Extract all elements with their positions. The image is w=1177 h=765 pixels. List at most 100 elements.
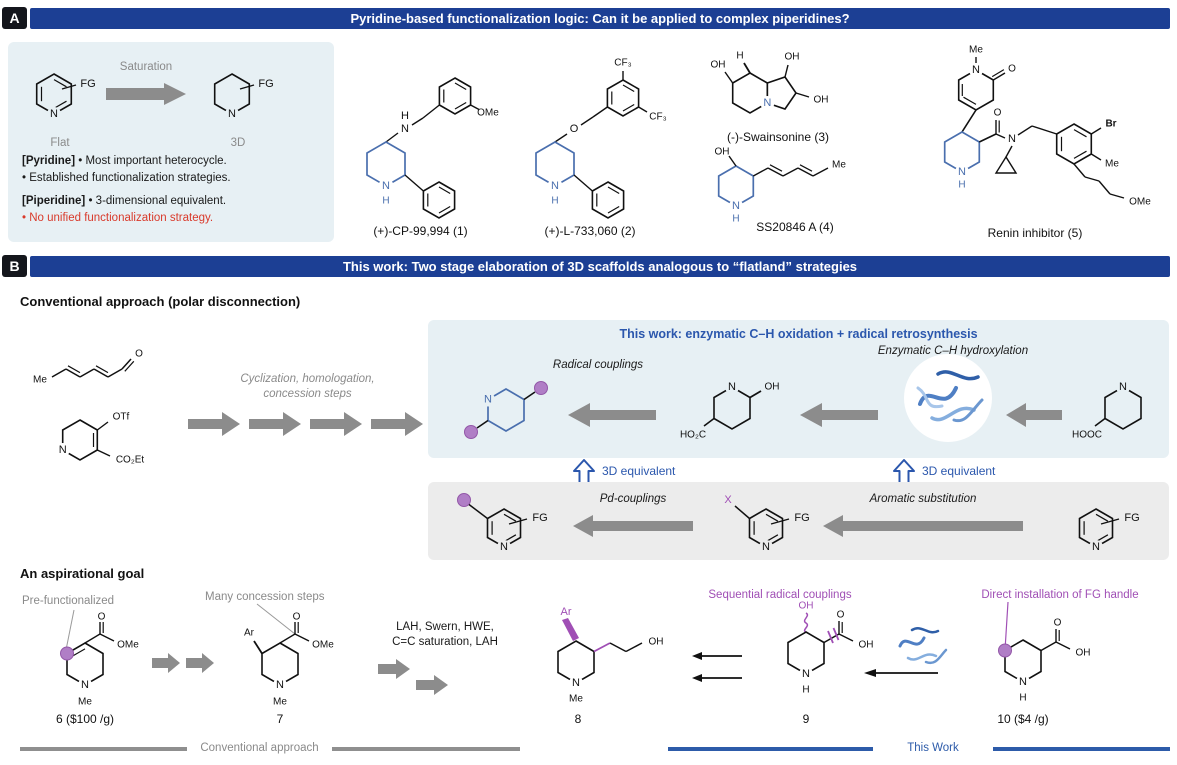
compound8-caption: 8 xyxy=(574,712,582,726)
aspirational-heading: An aspirational goal xyxy=(20,566,145,581)
o-atom-label: O xyxy=(1054,618,1062,629)
h-atom-label: H xyxy=(736,51,743,62)
oh-label: OH xyxy=(785,52,800,63)
enzyme-icon xyxy=(904,354,992,442)
me-label: Me xyxy=(33,375,47,386)
pd-couplings-label: Pd-couplings xyxy=(599,493,667,505)
h-atom-label: H xyxy=(732,214,739,225)
compound6-structure: O OMe N Me xyxy=(60,612,139,708)
pyridine-bullet-line1: [Pyridine] • Most important heterocycle. xyxy=(22,155,227,167)
n-atom-label: N xyxy=(276,679,284,691)
saturation-arrow-icon xyxy=(106,83,186,105)
direct-install-label: Direct installation of FG handle xyxy=(981,589,1139,601)
sequential-couplings-label: Sequential radical couplings xyxy=(708,589,852,601)
enzymatic-hydroxylation-label: Enzymatic C–H hydroxylation xyxy=(877,345,1029,357)
compound3-caption: (-)-Swainsonine (3) xyxy=(726,130,830,144)
many-concession-label: Many concession steps xyxy=(205,591,325,603)
h-atom-label: H xyxy=(382,196,389,207)
n-atom-label: N xyxy=(762,541,770,553)
cyclization-note-line2: concession steps xyxy=(263,388,352,400)
saturation-label: Saturation xyxy=(119,61,173,73)
ss20846a-structure: OH N H Me xyxy=(715,147,847,225)
arrow-left-icon xyxy=(823,515,1023,537)
panel-b-title: This work: Two stage elaboration of 3D s… xyxy=(342,259,858,274)
o-atom-label: O xyxy=(1008,64,1016,75)
concession-pointer-line xyxy=(256,603,296,635)
fg-label: FG xyxy=(794,512,809,524)
halo-pyridine-structure: X N FG xyxy=(724,494,810,554)
compound4-caption: SS20846 A (4) xyxy=(756,220,834,234)
compound8-structure: Ar OH N Me xyxy=(557,606,664,705)
compound1-caption: (+)-CP-99,994 (1) xyxy=(373,224,468,238)
conventional-bar-label: Conventional approach xyxy=(200,742,319,754)
n-atom-label: N xyxy=(732,200,740,212)
otf-label: OTf xyxy=(113,412,130,423)
direct-install-pointer-line xyxy=(1004,601,1009,651)
enzyme-icon xyxy=(898,627,948,665)
wedge-bond xyxy=(562,618,579,641)
oh-label: OH xyxy=(715,147,730,158)
arrow-left-icon xyxy=(573,515,693,537)
cf3-label: CF₃ xyxy=(649,112,666,123)
compound5-caption: Renin inhibitor (5) xyxy=(987,226,1083,240)
oh-label: OH xyxy=(711,60,726,71)
o-atom-label: O xyxy=(570,123,579,135)
o-atom-label: O xyxy=(98,612,106,623)
oh-label: OH xyxy=(1076,648,1091,659)
pyridine-bullet-line2: • Established functionalization strategi… xyxy=(22,172,231,184)
fg-label: FG xyxy=(80,78,95,90)
oh-label: OH xyxy=(814,95,829,106)
n-atom-label: N xyxy=(59,444,67,456)
ome-label: OMe xyxy=(117,640,139,651)
n-atom-label: N xyxy=(1008,133,1016,145)
radical-ball-icon xyxy=(457,493,471,507)
me-label: Me xyxy=(1105,159,1119,170)
arrow-left-icon xyxy=(864,669,938,677)
cyclization-note-line1: Cyclization, homologation, xyxy=(240,373,375,385)
aromatic-substitution-label: Aromatic substitution xyxy=(869,493,977,505)
compound10-caption: 10 ($4 /g) xyxy=(997,712,1049,726)
enol-triflate-structure: N OTf CO₂Et xyxy=(55,412,144,466)
this-work-box: This work: enzymatic C–H oxidation + rad… xyxy=(428,320,1169,458)
piperidine-fg-structure: N FG xyxy=(213,73,274,121)
n-atom-label: N xyxy=(81,679,89,691)
conventional-heading: Conventional approach (polar disconnecti… xyxy=(20,294,301,309)
o-atom-label: O xyxy=(293,612,301,623)
oh-label: OH xyxy=(649,637,664,648)
lah-steps-line2: C=C saturation, LAH xyxy=(392,636,498,648)
radical-product-structure: N xyxy=(464,381,548,439)
piperidine-bullet-line2: • No unified functionalization strategy. xyxy=(22,212,214,224)
panel-b-header: This work: Two stage elaboration of 3D s… xyxy=(30,256,1170,277)
conventional-bar-right xyxy=(332,747,520,751)
compound9-structure: OH O OH N H xyxy=(787,601,874,696)
panel-a-title: Pyridine-based functionalization logic: … xyxy=(350,11,850,26)
prefunctionalized-label: Pre-functionalized xyxy=(22,595,115,607)
n-atom-label: N xyxy=(484,394,492,406)
o-atom-label: O xyxy=(837,610,845,621)
cp99994-structure: OMe H N N H xyxy=(366,77,499,219)
n-atom-label: N xyxy=(1019,676,1027,688)
carboxylic-acid-structure: N HOOC xyxy=(1072,380,1142,441)
conventional-bar-left xyxy=(20,747,187,751)
h-atom-label: H xyxy=(551,196,558,207)
disconnection-mark xyxy=(832,627,840,641)
threed-label: 3D xyxy=(230,137,246,149)
ome-label: OMe xyxy=(312,640,334,651)
ome-label: OMe xyxy=(477,108,499,119)
oh-label: OH xyxy=(859,640,874,651)
radical-couplings-label: Radical couplings xyxy=(552,359,644,371)
arrow-left-icon xyxy=(1006,403,1062,427)
double-arrow-right-icon xyxy=(152,653,214,673)
arrow-left-icon xyxy=(800,403,878,427)
h-atom-label: H xyxy=(1019,693,1026,704)
compound7-caption: 7 xyxy=(276,712,284,726)
panel-a-label: A xyxy=(2,7,27,29)
o-atom-label: O xyxy=(135,349,143,360)
compound2-caption: (+)-L-733,060 (2) xyxy=(544,224,636,238)
oh-label: OH xyxy=(765,382,780,393)
equivalent-label-1: 3D equivalent xyxy=(602,464,676,478)
n-atom-label: N xyxy=(551,180,559,192)
fg-label: FG xyxy=(1124,512,1139,524)
n-atom-label: N xyxy=(972,64,980,76)
h-atom-label: H xyxy=(802,685,809,696)
